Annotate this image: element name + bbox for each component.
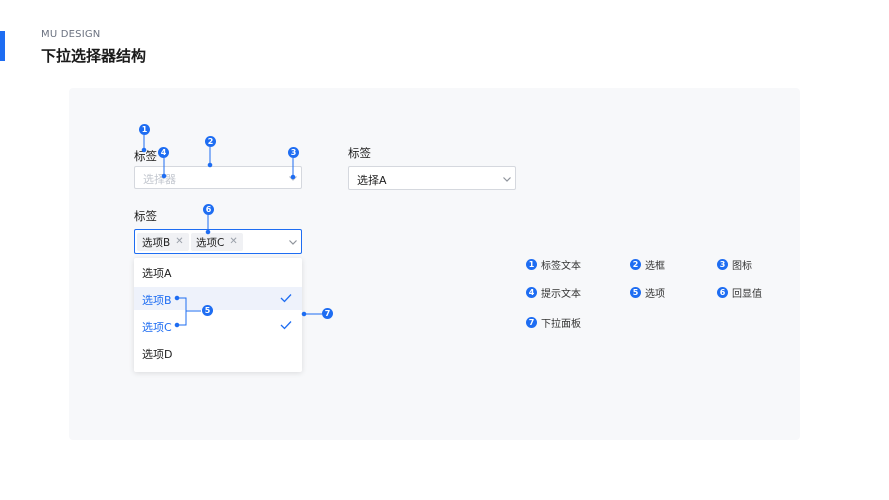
legend-item: 2 选框	[630, 257, 665, 272]
legend-label: 标签文本	[541, 261, 581, 272]
annotation-marker: 6	[203, 204, 214, 215]
annotation-marker: 7	[322, 308, 333, 319]
legend-number: 1	[526, 259, 537, 270]
check-icon	[280, 294, 292, 303]
annotation-marker: 4	[158, 147, 169, 158]
select-value: 选择A	[357, 174, 387, 187]
option-label: 选项A	[142, 267, 172, 280]
legend-item: 5 选项	[630, 285, 665, 300]
chevron-down-icon	[289, 176, 297, 181]
legend-number: 4	[526, 287, 537, 298]
check-icon	[280, 321, 292, 330]
dropdown-option[interactable]: 选项A	[134, 260, 302, 283]
option-label: 选项B	[142, 294, 172, 307]
legend-label: 选项	[645, 289, 665, 300]
select-box-plain[interactable]: 选择A	[348, 166, 516, 190]
close-icon[interactable]: ✕	[229, 236, 238, 247]
legend-number: 5	[630, 287, 641, 298]
tag-label: 选项C	[196, 236, 225, 249]
multi-select-label: 标签	[134, 209, 157, 223]
legend-number: 6	[717, 287, 728, 298]
legend-label: 图标	[732, 261, 752, 272]
dropdown-option[interactable]: 选项D	[134, 341, 302, 364]
multi-select-box[interactable]: 选项B ✕ 选项C ✕	[134, 229, 302, 254]
legend-label: 选框	[645, 261, 665, 272]
legend-number: 3	[717, 259, 728, 270]
page-title: 下拉选择器结构	[41, 47, 147, 65]
chevron-down-icon	[503, 177, 511, 182]
legend-number: 7	[526, 317, 537, 328]
close-icon[interactable]: ✕	[175, 236, 184, 247]
legend-label: 回显值	[732, 289, 762, 300]
annotation-marker: 3	[288, 147, 299, 158]
legend-item: 6 回显值	[717, 285, 762, 300]
option-label: 选项D	[142, 348, 173, 361]
tag-label: 选项B	[142, 236, 171, 249]
dropdown-panel: 选项A 选项B 选项C 选项D	[134, 258, 302, 372]
legend-label: 提示文本	[541, 289, 581, 300]
selected-tag: 选项C ✕	[191, 233, 243, 251]
legend-item: 4 提示文本	[526, 285, 581, 300]
dropdown-option[interactable]: 选项C	[134, 314, 302, 337]
legend-item: 3 图标	[717, 257, 752, 272]
selected-tag: 选项B ✕	[137, 233, 189, 251]
legend-number: 2	[630, 259, 641, 270]
select-box-annotated[interactable]: 选择器	[134, 166, 302, 189]
select-label-2: 标签	[348, 146, 371, 160]
annotation-marker: 5	[202, 305, 213, 316]
annotation-marker: 2	[205, 136, 216, 147]
brand-label: MU DESIGN	[41, 29, 101, 40]
legend-item: 1 标签文本	[526, 257, 581, 272]
chevron-down-icon	[289, 240, 297, 245]
select-label: 标签	[134, 149, 157, 163]
option-label: 选项C	[142, 321, 172, 334]
select-placeholder: 选择器	[143, 173, 176, 186]
legend-item: 7 下拉面板	[526, 315, 581, 330]
accent-bar	[0, 31, 5, 61]
dropdown-option[interactable]: 选项B	[134, 287, 302, 310]
annotation-marker: 1	[139, 124, 150, 135]
legend-label: 下拉面板	[541, 319, 581, 330]
